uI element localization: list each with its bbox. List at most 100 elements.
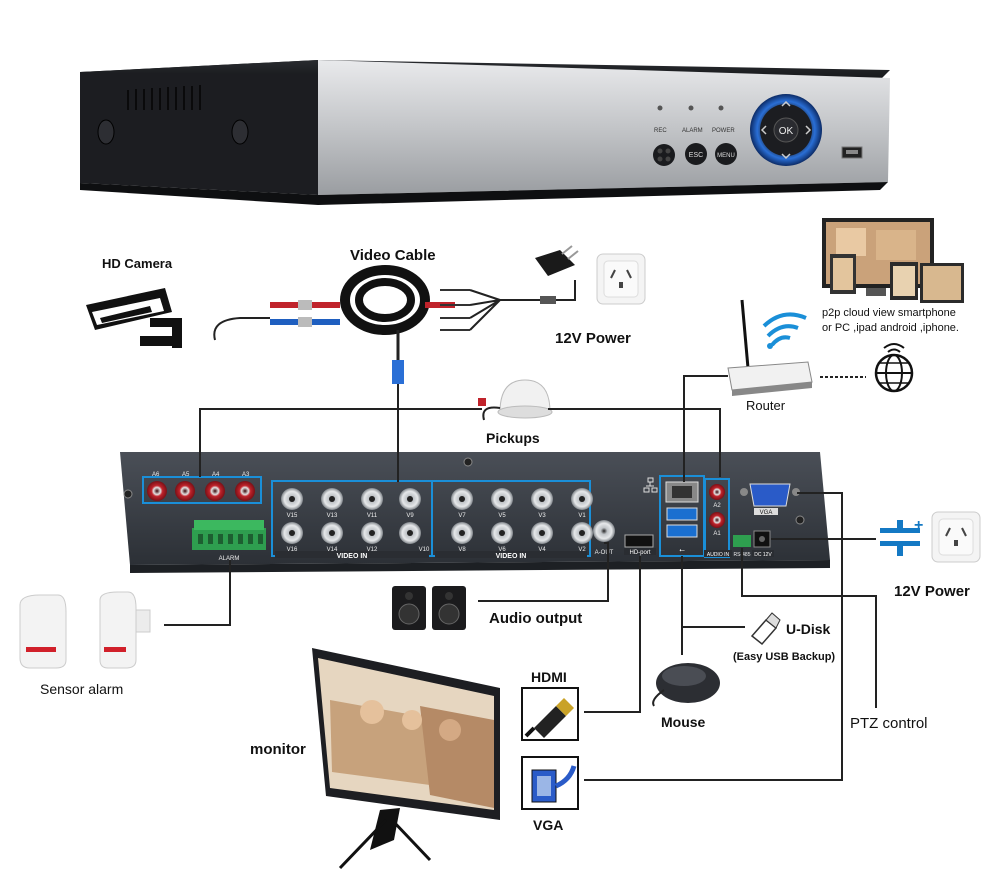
hd-camera-icon bbox=[86, 288, 182, 348]
bnc-label-v12: V12 bbox=[367, 547, 378, 553]
bnc-connector-pin bbox=[539, 496, 545, 502]
vga-port bbox=[749, 483, 791, 507]
bnc-label-v2: V2 bbox=[578, 547, 586, 553]
audio-output-label: Audio output bbox=[489, 610, 582, 627]
video-cable-label: Video Cable bbox=[350, 247, 436, 264]
connection-lines bbox=[164, 375, 877, 781]
alarm-port-label: ALARM bbox=[219, 556, 240, 562]
u-disk-label: U-Disk bbox=[786, 621, 831, 637]
video-cable-icon bbox=[213, 265, 576, 384]
usb-symbol-icon: ⭠ bbox=[679, 546, 685, 554]
usb-disk-icon bbox=[750, 612, 781, 646]
monitor-label: monitor bbox=[250, 741, 306, 758]
bnc-connector-pin bbox=[289, 496, 295, 502]
bnc-label-v4: V4 bbox=[538, 547, 546, 553]
audio-in-a2-jack bbox=[709, 484, 725, 500]
bnc-label-v9: V9 bbox=[406, 513, 414, 519]
router-label: Router bbox=[746, 398, 786, 413]
hdmi-port-label: HD-port bbox=[629, 550, 650, 556]
video-in-top-right-labels: V7 V5 V3 V1 bbox=[458, 513, 586, 519]
bnc-connector-pin bbox=[459, 496, 465, 502]
audio-in-label: AUDIO IN bbox=[707, 552, 730, 558]
bnc-label-v11: V11 bbox=[367, 513, 378, 519]
bnc-label-v13: V13 bbox=[327, 513, 338, 519]
bnc-connector-pin bbox=[499, 530, 505, 536]
bnc-connector-pin bbox=[369, 496, 375, 502]
audio-out-port bbox=[593, 520, 615, 542]
bnc-connector-pin bbox=[289, 530, 295, 536]
usb-port-1 bbox=[666, 507, 698, 521]
hd-camera-label: HD Camera bbox=[102, 256, 173, 271]
bnc-connector-pin bbox=[579, 530, 585, 536]
bnc-connector-pin bbox=[499, 496, 505, 502]
sensor-alarm-icon bbox=[19, 591, 151, 669]
bnc-label-v8: V8 bbox=[458, 547, 466, 553]
mouse-icon bbox=[652, 663, 720, 707]
bnc-connectors bbox=[281, 488, 593, 544]
bnc-connector-pin bbox=[407, 496, 413, 502]
audio-ch-a5: A5 bbox=[182, 472, 190, 478]
menu-button-label: MENU bbox=[717, 153, 735, 159]
video-in-right-label: VIDEO IN bbox=[496, 553, 527, 560]
usb-port-2 bbox=[666, 524, 698, 538]
pickups-label: Pickups bbox=[486, 430, 540, 446]
video-in-bottom-left-labels: V16 V14 V12 V10 bbox=[287, 547, 430, 553]
bnc-label-v16: V16 bbox=[287, 547, 298, 553]
ok-button[interactable] bbox=[773, 117, 799, 143]
vga-port-label: VGA bbox=[760, 510, 773, 516]
vga-label: VGA bbox=[533, 817, 563, 833]
bnc-connector-pin bbox=[407, 530, 413, 536]
audio-ch-a3: A3 bbox=[242, 472, 250, 478]
vga-cable-icon bbox=[531, 765, 577, 803]
bnc-label-v3: V3 bbox=[538, 513, 546, 519]
cloud-view-devices-icon bbox=[822, 218, 964, 303]
wall-socket-top-icon bbox=[596, 253, 646, 305]
alarm-terminal-screws bbox=[198, 534, 263, 544]
front-label-power: POWER bbox=[712, 128, 735, 134]
audio-in-a1-jack bbox=[709, 512, 725, 528]
dc12v-label: DC 12V bbox=[754, 552, 772, 558]
side-screw-left bbox=[97, 119, 115, 145]
bnc-connector-pin bbox=[369, 530, 375, 536]
bnc-connector-pin bbox=[329, 496, 335, 502]
wifi-signal-icon bbox=[762, 312, 807, 347]
bnc-label-v10: V10 bbox=[419, 547, 430, 553]
router-icon bbox=[727, 299, 813, 396]
a2-label: A2 bbox=[713, 503, 721, 509]
pickup-microphone-icon bbox=[478, 379, 553, 421]
network-icon bbox=[643, 477, 658, 493]
menu-button[interactable] bbox=[715, 143, 737, 165]
mouse-label: Mouse bbox=[661, 714, 706, 730]
side-vents bbox=[127, 85, 201, 110]
a-out-label: A-OUT bbox=[595, 550, 614, 556]
internet-globe-icon bbox=[874, 343, 914, 393]
ok-button-label: OK bbox=[779, 126, 794, 137]
nav-arrow-icons bbox=[760, 100, 812, 160]
speakers-icon bbox=[392, 586, 466, 630]
side-screw-right bbox=[231, 119, 249, 145]
video-in-top-left-labels: V15 V13 V11 V9 bbox=[287, 513, 415, 519]
front-label-alarm: ALARM bbox=[682, 128, 703, 134]
video-in-left-label: VIDEO IN bbox=[337, 553, 368, 560]
ir-receiver bbox=[653, 144, 675, 166]
esc-button[interactable] bbox=[685, 143, 707, 165]
bnc-label-v6: V6 bbox=[498, 547, 506, 553]
power-right-label: 12V Power bbox=[894, 583, 970, 600]
ptz-control-label: PTZ control bbox=[850, 715, 928, 732]
audio-ch-a4: A4 bbox=[212, 472, 220, 478]
svg-text:+: + bbox=[914, 517, 923, 534]
a1-label: A1 bbox=[713, 531, 721, 537]
bnc-label-v15: V15 bbox=[287, 513, 298, 519]
audio-ch-a6: A6 bbox=[152, 472, 160, 478]
audio-in-highlight bbox=[142, 476, 262, 504]
dvr-front-unit: REC ALARM POWER ESC MENU OK bbox=[80, 60, 890, 205]
front-label-rec: REC bbox=[654, 128, 667, 134]
cloud-view-line2: or PC ,ipad android ,iphone. bbox=[822, 322, 959, 334]
hdmi-label: HDMI bbox=[531, 669, 567, 685]
power-top-label: 12V Power bbox=[555, 330, 631, 347]
rs485-port bbox=[733, 535, 751, 547]
bnc-label-v14: V14 bbox=[327, 547, 338, 553]
power-adapter-icon bbox=[535, 245, 579, 276]
bnc-label-v7: V7 bbox=[458, 513, 466, 519]
